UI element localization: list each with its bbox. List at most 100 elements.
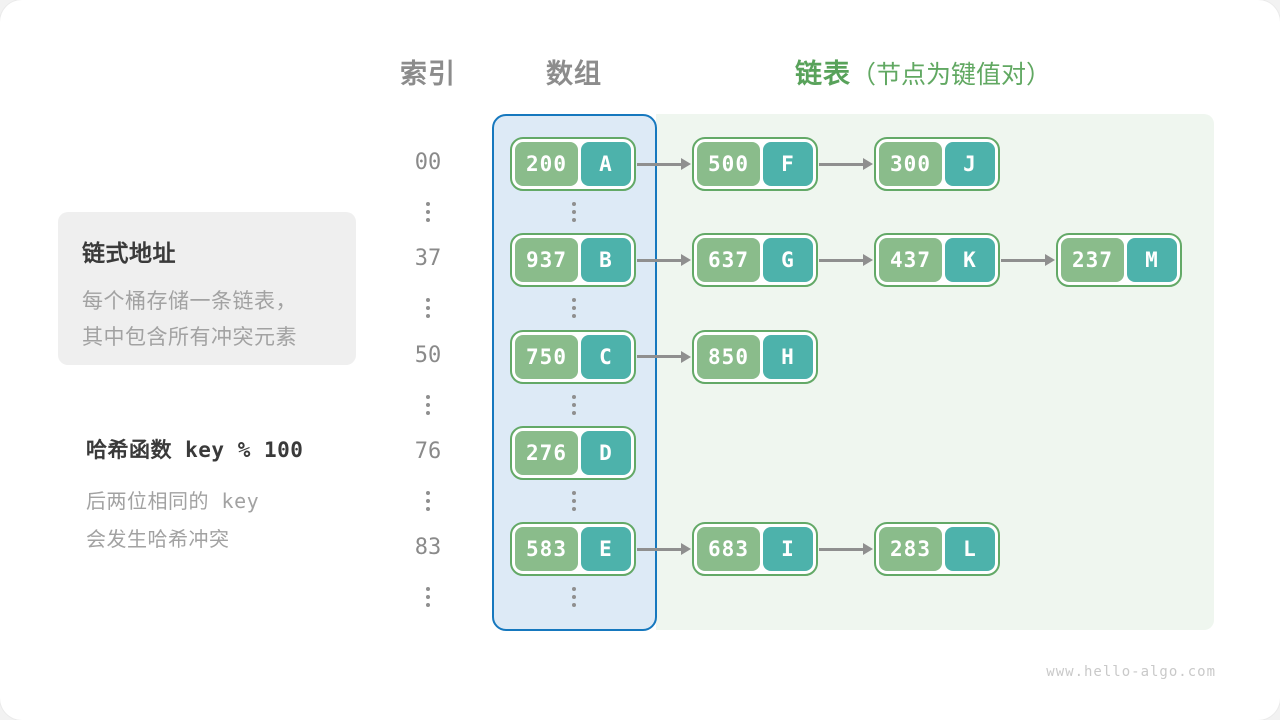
value-cell: A [581, 142, 631, 186]
arrow-shaft [637, 547, 684, 551]
key-cell: 850 [697, 334, 760, 379]
hash-function-note: 哈希函数 key % 100 后两位相同的 key 会发生哈希冲突 [86, 434, 303, 558]
key-cell: 437 [879, 238, 942, 283]
next-pointer-arrow [637, 254, 691, 267]
arrow-head [681, 254, 691, 267]
ellipsis-dot [572, 202, 576, 207]
ellipsis-dot [426, 506, 430, 511]
ellipsis-dot [572, 603, 576, 608]
ellipsis-dot [572, 210, 576, 215]
index-label: 37 [414, 246, 442, 272]
ellipsis-dot [426, 314, 430, 319]
value-cell: B [581, 238, 631, 283]
arrow-head [681, 543, 691, 555]
ellipsis-dot [426, 587, 430, 592]
ellipsis-dot [572, 314, 576, 319]
ellipsis-dot [572, 506, 576, 511]
key-cell: 283 [879, 527, 942, 571]
next-pointer-arrow [637, 158, 691, 170]
arrow-head [1045, 254, 1055, 267]
info-box-line-1: 每个桶存储一条链表， [82, 290, 297, 313]
vertical-ellipsis-dots [570, 298, 578, 319]
arrow-shaft [819, 162, 866, 166]
ellipsis-dot [572, 218, 576, 223]
vertical-ellipsis-dots [424, 202, 432, 223]
arrow-head [681, 350, 691, 363]
arrow-shaft [637, 162, 684, 166]
key-cell: 937 [515, 238, 578, 283]
value-cell: M [1127, 238, 1177, 283]
arrow-shaft [1001, 258, 1048, 262]
arrow-shaft [637, 258, 684, 262]
next-pointer-arrow [637, 543, 691, 555]
vertical-ellipsis-dots [424, 490, 432, 511]
key-cell: 637 [697, 238, 760, 283]
key-cell: 500 [697, 142, 760, 186]
ellipsis-dot [572, 498, 576, 503]
next-pointer-arrow [819, 254, 873, 267]
value-cell: E [581, 527, 631, 571]
vertical-ellipsis-dots [570, 202, 578, 223]
vertical-ellipsis-dots [424, 394, 432, 415]
arrow-head [863, 254, 873, 267]
next-pointer-arrow [1001, 254, 1055, 267]
value-cell: L [945, 527, 995, 571]
index-label: 00 [414, 150, 442, 175]
ellipsis-dot [572, 587, 576, 592]
arrow-shaft [819, 258, 866, 262]
arrow-head [863, 158, 873, 170]
ellipsis-dot [572, 490, 576, 495]
info-box-line-2: 其中包含所有冲突元素 [82, 326, 297, 349]
key-cell: 276 [515, 430, 578, 475]
linked-list-column-header: 链表（节点为键值对） [795, 52, 1051, 91]
ellipsis-dot [572, 306, 576, 311]
key-cell: 750 [515, 334, 578, 379]
next-pointer-arrow [819, 158, 873, 170]
ellipsis-dot [426, 202, 430, 207]
next-pointer-arrow [637, 350, 691, 363]
watermark-url: www.hello-algo.com [1046, 664, 1216, 680]
key-cell: 300 [879, 142, 942, 186]
arrow-shaft [819, 547, 866, 551]
value-cell: G [763, 238, 813, 283]
vertical-ellipsis-dots [424, 298, 432, 319]
ellipsis-dot [572, 410, 576, 415]
key-cell: 583 [515, 527, 578, 571]
vertical-ellipsis-dots [570, 587, 578, 608]
vertical-ellipsis-dots [570, 394, 578, 415]
next-pointer-arrow [819, 543, 873, 555]
linked-list-header-note: （节点为键值对） [851, 61, 1052, 89]
ellipsis-dot [426, 306, 430, 311]
ellipsis-dot [426, 210, 430, 215]
index-label: 83 [414, 535, 442, 560]
value-cell: D [581, 430, 631, 475]
vertical-ellipsis-dots [570, 490, 578, 511]
linked-list-header-label: 链表 [795, 59, 851, 89]
hash-function-formula: 哈希函数 key % 100 [86, 438, 304, 462]
arrow-head [681, 158, 691, 170]
ellipsis-dot [426, 595, 430, 600]
key-cell: 237 [1061, 238, 1124, 283]
ellipsis-dot [572, 595, 576, 600]
ellipsis-dot [426, 298, 430, 303]
value-cell: I [763, 527, 813, 571]
vertical-ellipsis-dots [424, 587, 432, 608]
value-cell: J [945, 142, 995, 186]
arrow-head [863, 543, 873, 555]
ellipsis-dot [572, 402, 576, 407]
arrow-shaft [637, 355, 684, 358]
value-cell: C [581, 334, 631, 379]
ellipsis-dot [426, 490, 430, 495]
value-cell: K [945, 238, 995, 283]
value-cell: F [763, 142, 813, 186]
